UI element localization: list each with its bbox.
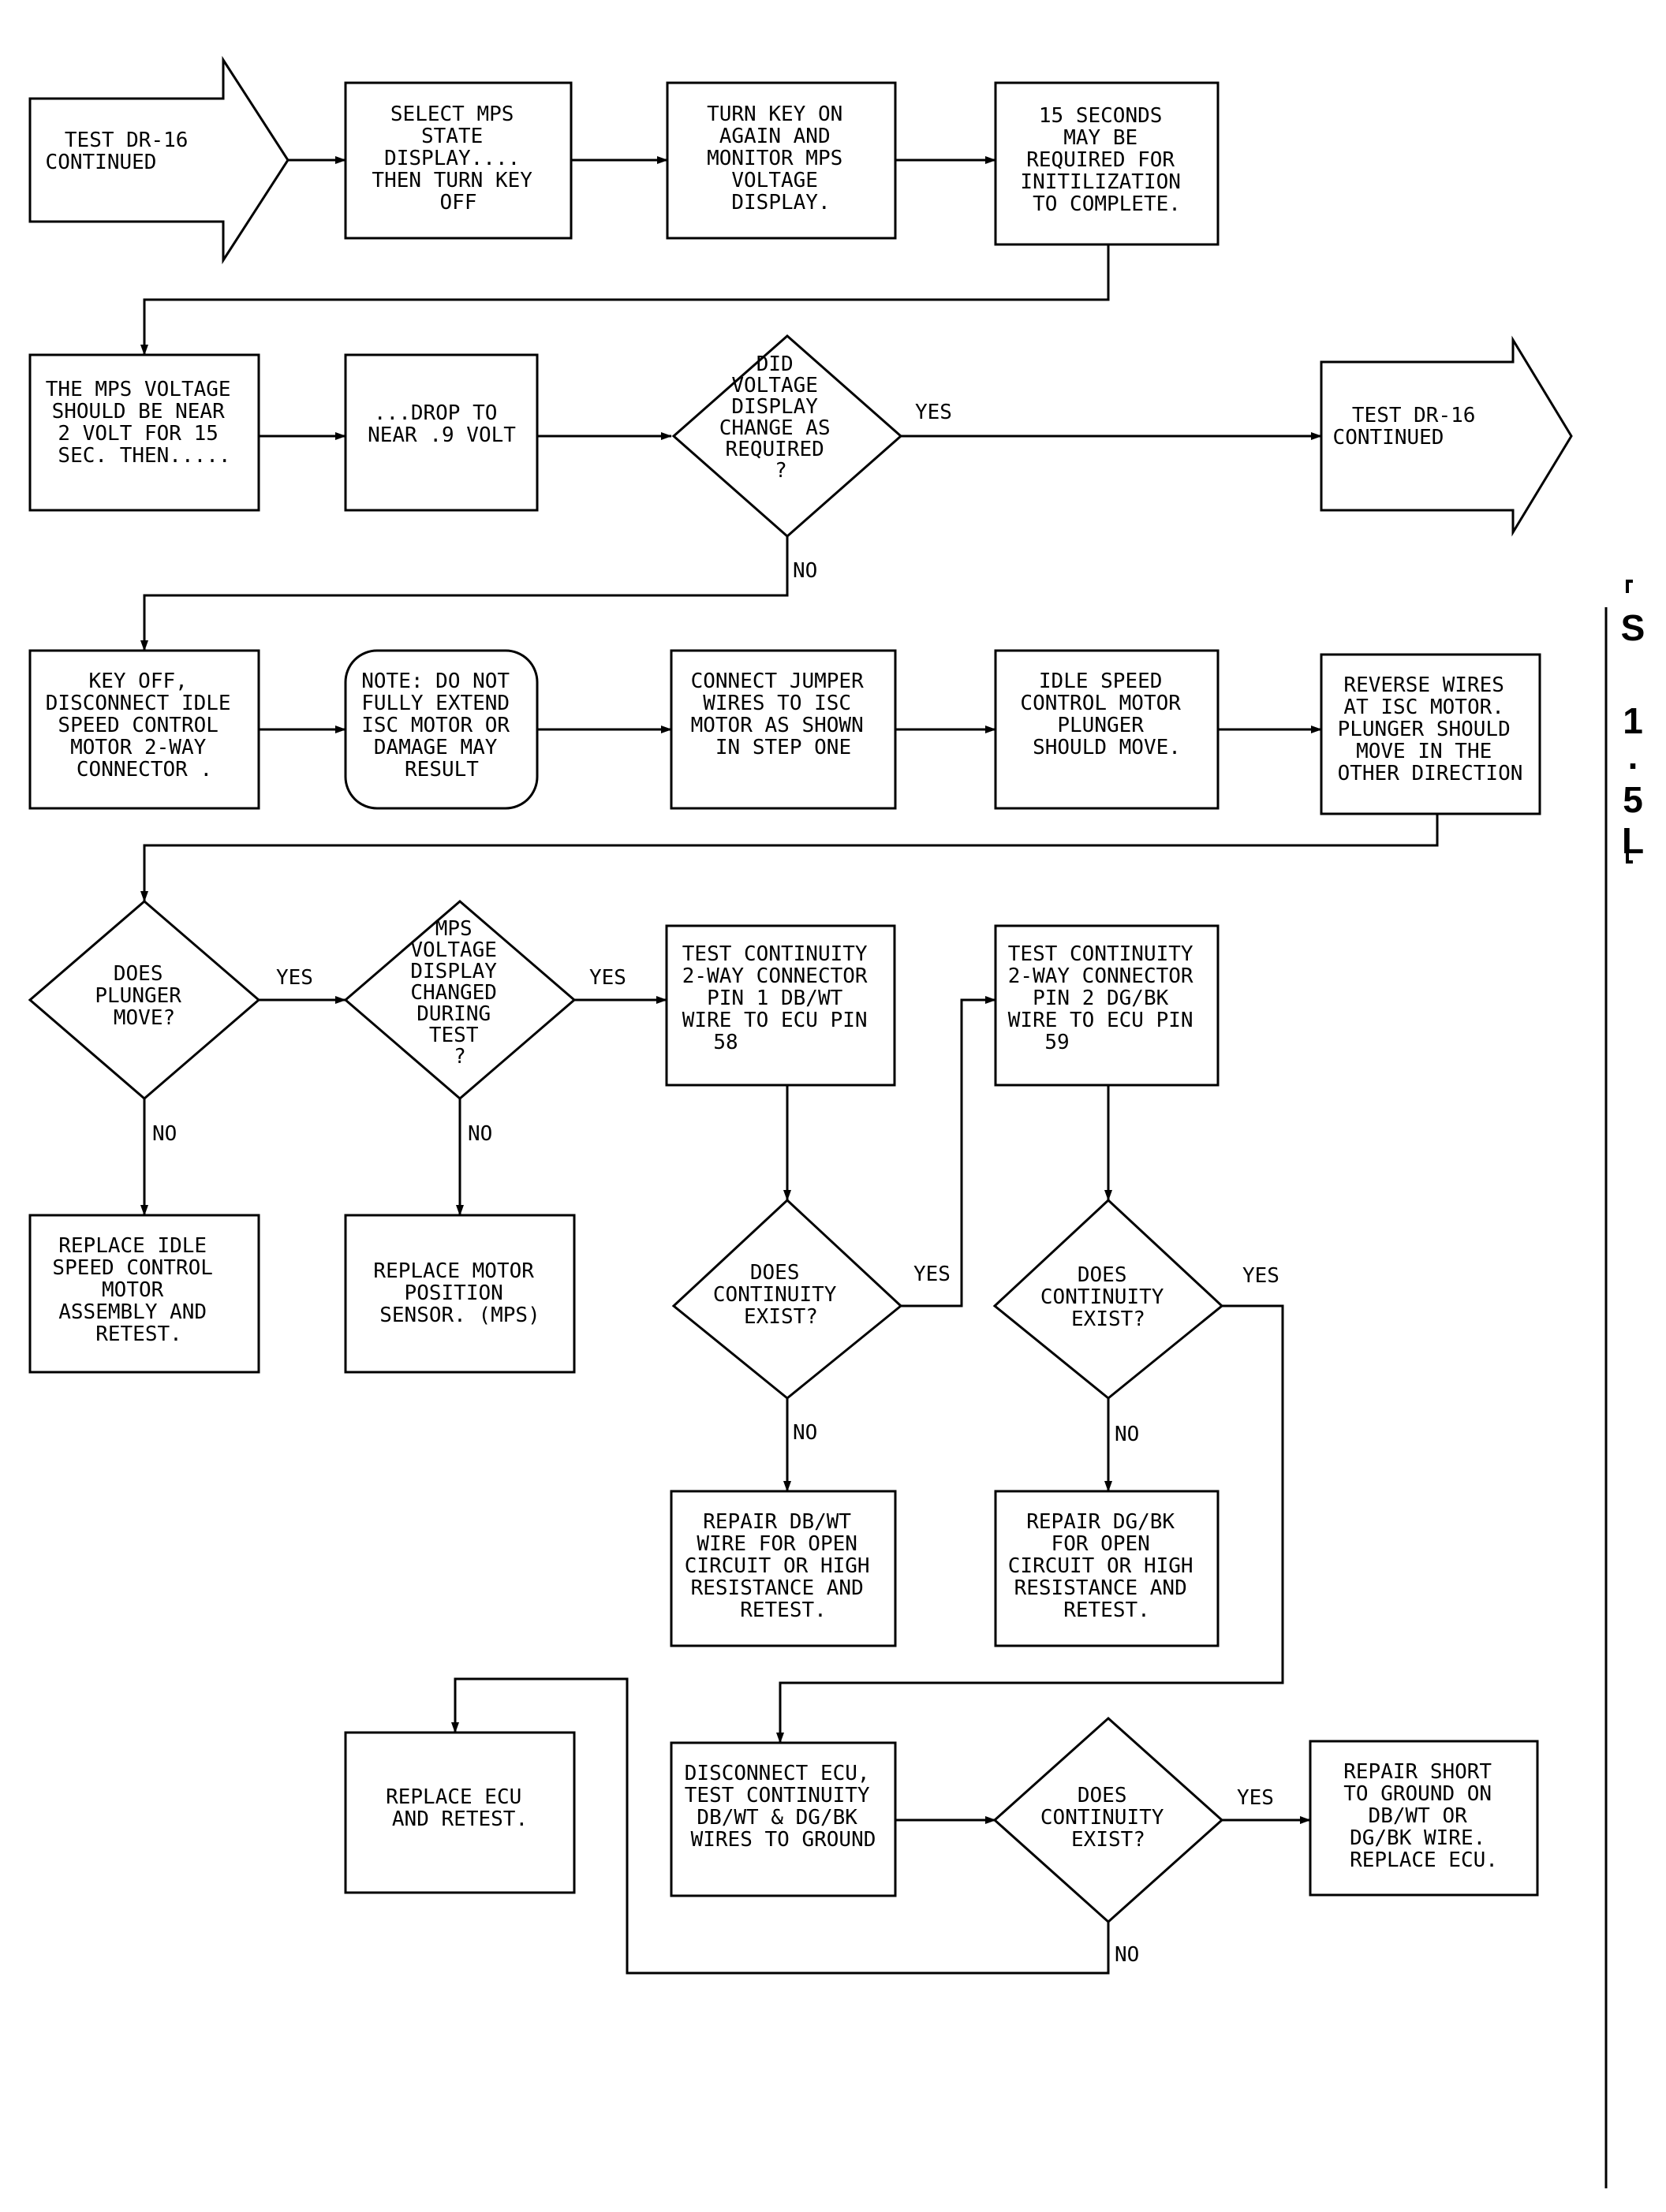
repair-short-text: REPAIR SHORT TO GROUND ON DB/WT OR DG/BK… <box>1343 1760 1504 1872</box>
side-bracket-bottom <box>1626 850 1633 864</box>
disconnect-ecu-text: DISCONNECT ECU, TEST CONTINUITY DB/WT & … <box>685 1762 882 1852</box>
disconnect-ecu-box <box>670 1741 897 1897</box>
mps-changed-text: MPS VOLTAGE DISPLAY CHANGED DURING TEST … <box>410 917 509 1069</box>
continuity-2-text: DOES CONTINUITY EXIST? <box>1040 1263 1176 1331</box>
fifteen-seconds-box <box>994 81 1220 246</box>
side-tab-digit-1: 1 <box>1623 700 1643 741</box>
replace-mps-text: REPLACE MOTOR POSITION SENSOR. (MPS) <box>373 1259 546 1327</box>
end-continuation-arrow <box>1320 335 1573 537</box>
test-pin2-text: TEST CONTINUITY 2-WAY CONNECTOR PIN 2 DG… <box>1008 942 1205 1054</box>
repair-dbwt-text: REPAIR DB/WT WIRE FOR OPEN CIRCUIT OR HI… <box>685 1510 882 1622</box>
reverse-wires-text: REVERSE WIRES AT ISC MOTOR. PLUNGER SHOU… <box>1338 673 1523 785</box>
side-tab-dot: . <box>1628 736 1638 777</box>
continuity-3-text: DOES CONTINUITY EXIST? <box>1040 1784 1176 1852</box>
start-arrow-text: TEST DR-16 CONTINUED <box>46 129 201 174</box>
yes-label-mps: YES <box>589 966 626 990</box>
mps-voltage-text: THE MPS VOLTAGE SHOULD BE NEAR 2 VOLT FO… <box>46 378 243 468</box>
select-mps-box <box>344 81 573 240</box>
yes-label-voltage: YES <box>915 401 952 424</box>
select-mps-text: SELECT MPS STATE DISPLAY.... THEN TURN K… <box>372 103 544 214</box>
repair-dgbk-box <box>994 1490 1220 1647</box>
did-voltage-change-decision <box>671 334 903 539</box>
yes-label-plunger: YES <box>276 966 313 990</box>
isc-plunger-box <box>994 649 1220 810</box>
reverse-wires-box <box>1320 653 1541 815</box>
connect-jumper-box <box>670 649 897 810</box>
yes-label-continuity-1: YES <box>913 1263 951 1286</box>
replace-ecu-box <box>344 1731 576 1894</box>
does-plunger-move-text: DOES PLUNGER MOVE? <box>95 962 193 1030</box>
turn-key-on-text: TURN KEY ON AGAIN AND MONITOR MPS VOLTAG… <box>707 103 855 214</box>
connectors <box>140 156 1439 1975</box>
no-label-continuity-1: NO <box>793 1421 817 1445</box>
note-text: NOTE: DO NOT FULLY EXTEND ISC MOTOR OR D… <box>361 670 522 781</box>
yes-label-continuity-2: YES <box>1242 1264 1279 1288</box>
side-tab-letter-l: L <box>1622 820 1644 861</box>
side-tab: S 1 . 5 L <box>1604 580 1645 2188</box>
key-off-box <box>28 649 260 810</box>
side-bracket-top <box>1626 580 1633 593</box>
no-label-continuity-3: NO <box>1115 1943 1139 1967</box>
turn-key-on-box <box>666 81 897 240</box>
isc-plunger-text: IDLE SPEED CONTROL MOTOR PLUNGER SHOULD … <box>1020 670 1193 759</box>
repair-short-box <box>1309 1740 1539 1897</box>
no-label-voltage: NO <box>793 559 817 583</box>
continuity-2-decision <box>992 1198 1224 1400</box>
drop-to-box <box>344 353 539 512</box>
test-pin1-text: TEST CONTINUITY 2-WAY CONNECTOR PIN 1 DB… <box>682 942 880 1054</box>
test-pin1-box <box>665 924 896 1087</box>
does-plunger-move-decision <box>28 900 261 1100</box>
continuity-1-decision <box>671 1198 903 1400</box>
side-tab-letter-s: S <box>1621 607 1645 648</box>
yes-label-continuity-3: YES <box>1237 1786 1274 1810</box>
no-label-continuity-2: NO <box>1115 1423 1139 1446</box>
side-tab-digit-5: 5 <box>1623 779 1643 820</box>
replace-isc-text: REPLACE IDLE SPEED CONTROL MOTOR ASSEMBL… <box>52 1234 225 1346</box>
repair-dgbk-text: REPAIR DG/BK FOR OPEN CIRCUIT OR HIGH RE… <box>1008 1510 1205 1622</box>
no-label-mps: NO <box>468 1122 492 1146</box>
start-continuation-arrow <box>28 55 289 265</box>
did-voltage-change-text: DID VOLTAGE DISPLAY CHANGE AS REQUIRED ? <box>719 353 843 483</box>
mps-voltage-box <box>28 353 260 512</box>
repair-dbwt-box <box>670 1490 897 1647</box>
end-arrow-text: TEST DR-16 CONTINUED <box>1333 404 1489 449</box>
no-label-plunger: NO <box>152 1122 177 1146</box>
key-off-text: KEY OFF, DISCONNECT IDLE SPEED CONTROL M… <box>46 670 243 781</box>
fifteen-seconds-text: 15 SECONDS MAY BE REQUIRED FOR INITILIZA… <box>1020 104 1193 216</box>
connect-jumper-text: CONNECT JUMPER WIRES TO ISC MOTOR AS SHO… <box>691 670 876 759</box>
note-box <box>344 649 539 810</box>
replace-ecu-text: REPLACE ECU AND RETEST. <box>386 1785 534 1831</box>
mps-changed-decision <box>343 900 577 1100</box>
continuity-3-decision <box>992 1716 1224 1924</box>
replace-mps-box <box>344 1214 576 1374</box>
replace-isc-box <box>28 1214 260 1374</box>
drop-to-text: ...DROP TO NEAR .9 VOLT <box>368 401 516 447</box>
continuity-1-text: DOES CONTINUITY EXIST? <box>713 1261 849 1329</box>
test-pin2-box <box>994 924 1220 1087</box>
